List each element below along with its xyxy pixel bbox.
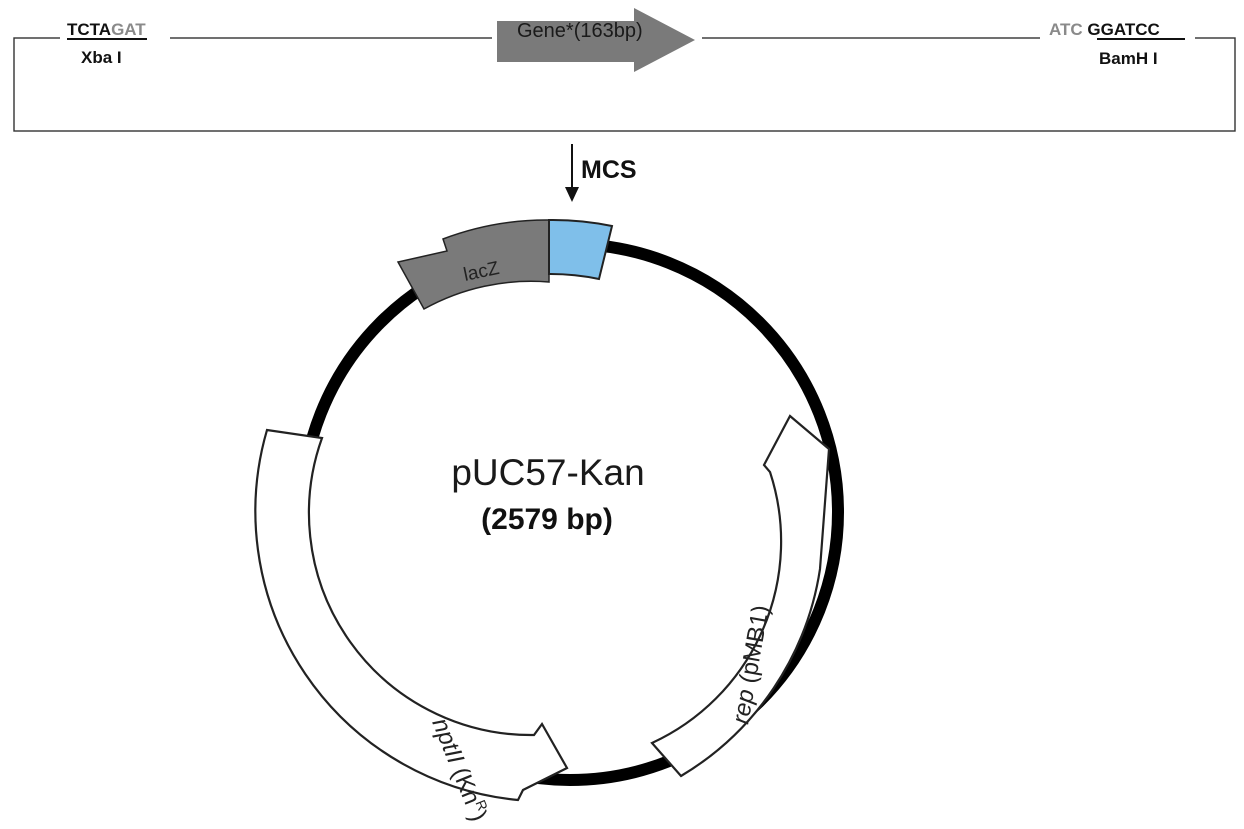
gene-label: Gene*(163bp) — [517, 20, 643, 42]
rep-arrow — [650, 414, 831, 778]
plasmid-circle: lacZ rep (pMB1) nptII (KnR) pUC57-Kan (2… — [254, 218, 844, 825]
xbai-enzyme-label: Xba I — [81, 48, 122, 67]
nptii-label: nptII (KnR) — [426, 713, 494, 825]
bamhi-seq-dark: GGATCC — [1087, 20, 1159, 39]
plasmid-name: pUC57-Kan — [451, 452, 644, 493]
rep-label-italic: rep — [727, 687, 760, 726]
mcs-block — [548, 218, 614, 281]
plasmid-size: (2579 bp) — [481, 503, 613, 536]
mcs-arrow-head — [565, 187, 579, 202]
bamhi-enzyme-label: BamH I — [1099, 49, 1158, 68]
mcs-label: MCS — [581, 156, 637, 184]
xbai-seq-dark: TCTA — [67, 20, 111, 39]
bamhi-site-sequence: ATC GGATCC — [1049, 20, 1160, 39]
nptii-arrow — [254, 428, 569, 802]
bamhi-seq-light: ATC — [1049, 20, 1087, 39]
mcs-indicator: MCS — [565, 144, 637, 202]
lacz-arrow — [396, 219, 550, 311]
xbai-site-sequence: TCTAGAT — [67, 20, 146, 39]
insert-region: TCTAGAT Xba I ATC GGATCC BamH I Gene*(16… — [13, 8, 1236, 132]
xbai-seq-light: GAT — [111, 20, 146, 39]
gene-arrow — [497, 8, 695, 72]
